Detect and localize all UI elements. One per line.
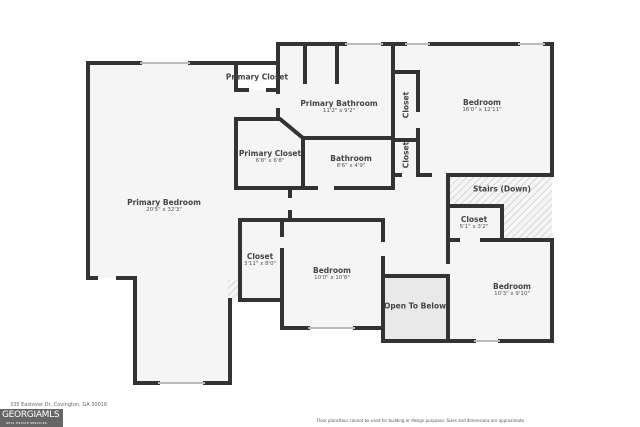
georgia-mls-logo: GEORGIAMLS REAL ESTATE SERVICES xyxy=(0,409,63,427)
room-name: Primary Closet xyxy=(225,72,289,82)
room-open-to-below: Open To Below xyxy=(384,301,446,310)
room-dims: 16'0" x 12'11" xyxy=(462,107,502,114)
room-name: Bedroom xyxy=(493,281,531,291)
room-dims: 10'0" x 10'8" xyxy=(314,275,350,282)
room-stairs: Stairs (Down) xyxy=(473,184,531,193)
room-name: Open To Below xyxy=(383,301,447,311)
room-dims: 10'3" x 9'10" xyxy=(494,291,530,298)
room-dims: 11'2" x 9'2" xyxy=(322,108,356,115)
room-dims: 6'8" x 6'8" xyxy=(255,158,285,165)
room-dims: 3'11" x 8'0" xyxy=(243,261,277,268)
disclaimer: Floor plans/tour cannot be used for buil… xyxy=(316,418,526,423)
room-name: Bathroom xyxy=(330,153,372,163)
room-name: Stairs (Down) xyxy=(473,184,531,194)
room-dims: 8'6" x 4'9" xyxy=(336,163,366,170)
open-to-below-area xyxy=(383,276,448,341)
room-dims: 5'1" x 3'2" xyxy=(459,224,489,231)
room-name: Bedroom xyxy=(463,97,501,107)
room-closet-upper: Closet xyxy=(401,92,410,118)
room-name: Primary Bathroom xyxy=(300,98,378,108)
room-primary-closet-top: Primary Closet xyxy=(226,72,288,81)
room-closet-lower: Closet xyxy=(401,142,410,168)
hatch-small xyxy=(228,280,240,300)
room-name: Bedroom xyxy=(313,265,351,275)
room-name: Primary Bedroom xyxy=(127,197,201,207)
room-name: Closet xyxy=(246,251,274,261)
room-name: Closet xyxy=(401,141,411,169)
logo-sub-text: REAL ESTATE SERVICES xyxy=(6,421,48,425)
room-dims: 20'5" x 32'3" xyxy=(146,207,182,214)
room-name: Closet xyxy=(460,214,488,224)
windows xyxy=(140,43,545,384)
logo-main-text: GEORGIAMLS xyxy=(2,410,60,420)
room-name: Closet xyxy=(401,91,411,119)
room-name: Primary Closet xyxy=(238,148,302,158)
walls xyxy=(86,42,554,385)
address: 335 Eastover Dr, Covington, GA 30016 xyxy=(10,402,108,408)
